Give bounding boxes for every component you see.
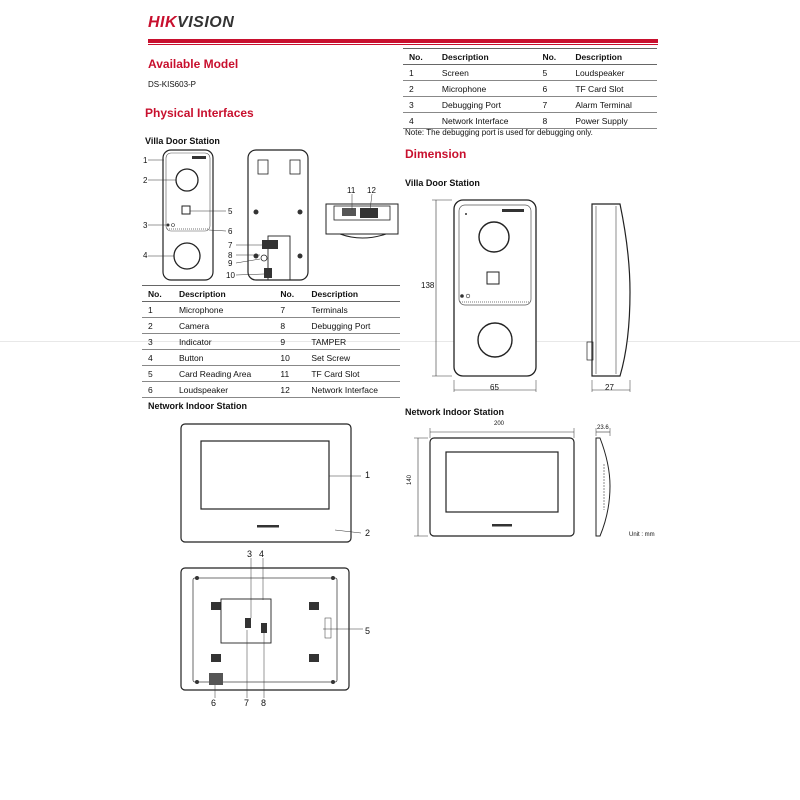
callout-3: 3 bbox=[143, 221, 148, 230]
indoor-callout-4: 4 bbox=[259, 549, 265, 559]
dim-villa-depth: 27 bbox=[605, 383, 614, 392]
debug-port-note: Note: The debugging port is used for deb… bbox=[405, 128, 593, 137]
dim-villa-height: 138 bbox=[421, 281, 435, 290]
dim-indoor-height: 140 bbox=[407, 474, 413, 485]
callout-9: 9 bbox=[228, 259, 233, 268]
indoor-station-drawing bbox=[180, 423, 363, 698]
dimension-villa-label: Villa Door Station bbox=[405, 178, 480, 188]
page-faint-divider bbox=[0, 341, 800, 342]
callout-8: 8 bbox=[228, 251, 233, 260]
model-number: DS-KIS603-P bbox=[148, 80, 197, 89]
callout-10: 10 bbox=[226, 271, 235, 280]
hikvision-logo: HIKVISION bbox=[148, 14, 235, 31]
dim-indoor-depth: 23.6 bbox=[597, 425, 609, 431]
header-red-line bbox=[148, 44, 658, 45]
villa-door-station-label: Villa Door Station bbox=[145, 136, 220, 146]
dim-villa-width: 65 bbox=[490, 383, 499, 392]
table-header-row: No. Description No. Description bbox=[142, 285, 400, 302]
callout-5: 5 bbox=[228, 207, 233, 216]
indoor-dimension-drawing bbox=[414, 428, 611, 537]
available-model-heading: Available Model bbox=[148, 57, 239, 71]
callout-7: 7 bbox=[228, 241, 233, 250]
indoor-callout-5: 5 bbox=[365, 626, 371, 636]
unit-label: Unit : mm bbox=[629, 532, 655, 538]
indoor-callout-3: 3 bbox=[247, 549, 253, 559]
callout-4: 4 bbox=[143, 251, 148, 260]
dimension-heading: Dimension bbox=[405, 147, 467, 161]
villa-dimension-drawing bbox=[432, 199, 631, 392]
indoor-callout-6: 6 bbox=[211, 698, 217, 708]
indoor-callout-1: 1 bbox=[365, 470, 371, 480]
callout-12: 12 bbox=[367, 186, 376, 195]
indoor-callout-2: 2 bbox=[365, 528, 371, 538]
callout-11: 11 bbox=[347, 186, 356, 195]
physical-interfaces-heading: Physical Interfaces bbox=[145, 106, 254, 120]
header-red-bar bbox=[148, 39, 658, 43]
villa-door-station-drawing bbox=[148, 149, 399, 281]
table-header-row: No. Description No. Description bbox=[403, 48, 657, 65]
indoor-callout-8: 8 bbox=[261, 698, 267, 708]
dimension-indoor-label: Network Indoor Station bbox=[405, 407, 504, 417]
indoor-callout-7: 7 bbox=[244, 698, 250, 708]
callout-6: 6 bbox=[228, 227, 233, 236]
indoor-station-label: Network Indoor Station bbox=[148, 401, 247, 411]
callout-1: 1 bbox=[143, 156, 148, 165]
callout-2: 2 bbox=[143, 176, 148, 185]
dim-indoor-width: 200 bbox=[494, 421, 505, 427]
